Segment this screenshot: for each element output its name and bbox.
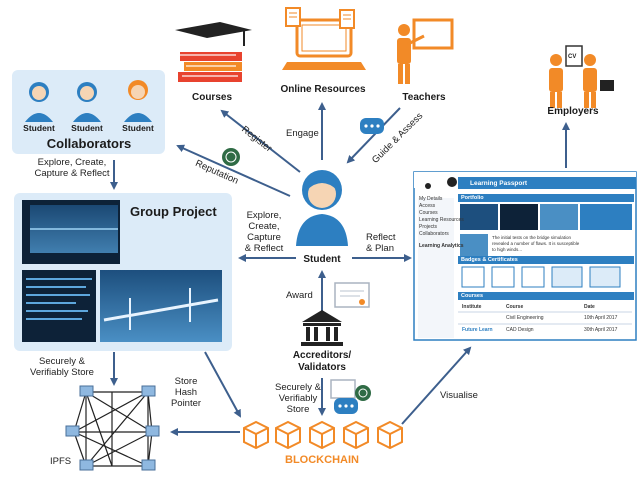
collab-student-1-label: Student — [23, 123, 55, 133]
collab-students — [25, 80, 152, 122]
secure-store-center-3: Store — [286, 404, 310, 415]
collaborators-label: Collaborators — [46, 136, 132, 151]
group-project-label: Group Project — [130, 204, 217, 219]
student-avatar-2 — [73, 82, 101, 122]
institute-logo: Future Learn — [462, 327, 493, 333]
explore-center-2: Create, — [248, 221, 280, 232]
ipfs-network — [65, 385, 160, 471]
learning-passport-window — [413, 171, 637, 341]
badges-header: Badges & Certificates — [461, 257, 518, 263]
passport-menu-2[interactable]: Access — [419, 203, 436, 209]
arrow-teachers-student — [346, 107, 401, 164]
secure-store-left-2: Verifiably Store — [30, 367, 94, 378]
explore-center-1: Explore, — [246, 210, 282, 221]
award-label: Award — [286, 290, 313, 301]
passport-menu-7[interactable]: Learning Analytics — [419, 243, 464, 249]
passport-menu-4[interactable]: Learning Resources — [419, 217, 464, 223]
collab-student-3-label: Student — [122, 123, 154, 133]
employers-icon — [549, 45, 614, 108]
passport-menu-6[interactable]: Collaborators — [419, 231, 449, 237]
courses-label: Courses — [191, 92, 233, 103]
store-hash-2: Hash — [174, 387, 198, 398]
explore-left-1: Explore, Create, — [37, 157, 107, 168]
ipfs-label: IPFS — [50, 456, 72, 467]
teachers-label: Teachers — [402, 92, 446, 103]
engage-label: Engage — [286, 128, 319, 139]
table-header-date: Date — [584, 304, 595, 310]
student-avatar-1 — [25, 82, 53, 122]
table-row-1-course: Civil Engineering — [506, 315, 544, 321]
arrows — [110, 102, 570, 436]
cv-badge: CV — [568, 54, 577, 60]
explore-left-2: Capture & Reflect — [34, 168, 110, 179]
employers-label: Employers — [547, 106, 599, 117]
certificate-icons — [222, 118, 384, 414]
blockchain-cubes — [243, 420, 403, 450]
passport-title: Learning Passport — [470, 180, 528, 187]
arrow-student-collab — [176, 144, 291, 197]
portfolio-header: Portfolio — [461, 195, 484, 201]
visualise-label: Visualise — [440, 390, 478, 401]
teacher-icon — [397, 18, 454, 84]
secure-store-center-2: Verifiably — [278, 393, 318, 404]
laptop-icon — [282, 7, 366, 70]
table-row-2-date: 30th April 2017 — [584, 327, 618, 333]
passport-menu-5[interactable]: Projects — [419, 224, 438, 230]
blockchain-label: BLOCKCHAIN — [285, 454, 359, 466]
arrow-group-blockchain — [204, 351, 241, 418]
explore-center-3: Capture — [247, 232, 281, 243]
table-row-2-course: CAD Design — [506, 327, 534, 333]
passport-menu-1[interactable]: My Details — [419, 196, 443, 202]
table-header-course: Course — [506, 304, 524, 310]
store-hash-1: Store — [174, 376, 198, 387]
portfolio-note-2: revealed a number of flaws. It is suscep… — [492, 241, 580, 246]
portfolio-note-1: The initial tests on the bridge simulati… — [492, 235, 572, 240]
table-row-1-date: 10th April 2017 — [584, 315, 618, 321]
explore-center-4: & Reflect — [244, 243, 284, 254]
store-hash-3: Pointer — [170, 398, 202, 409]
accreditors-label-1: Accreditors/ — [292, 350, 352, 361]
courses-header: Courses — [461, 293, 484, 299]
accreditors-label-2: Validators — [298, 362, 346, 373]
arrow-student-courses — [220, 109, 301, 173]
online-resources-label: Online Resources — [280, 84, 366, 95]
books-icon — [175, 22, 252, 82]
student-label: Student — [303, 254, 341, 265]
reflect-plan-1: Reflect — [366, 232, 396, 243]
institution-icon — [301, 310, 343, 346]
group-project-images — [22, 200, 222, 342]
passport-menu-3[interactable]: Courses — [419, 210, 438, 216]
secure-store-center-1: Securely & — [275, 382, 321, 393]
table-header-institute: Institute — [462, 304, 482, 310]
secure-store-left-1: Securely & — [39, 356, 85, 367]
reflect-plan-2: & Plan — [366, 243, 394, 254]
student-avatar-3 — [124, 80, 152, 122]
collab-student-2-label: Student — [71, 123, 103, 133]
central-student-avatar — [296, 170, 348, 246]
portfolio-note-3: to high winds... — [492, 247, 523, 252]
arrow-blockchain-passport — [401, 346, 472, 425]
